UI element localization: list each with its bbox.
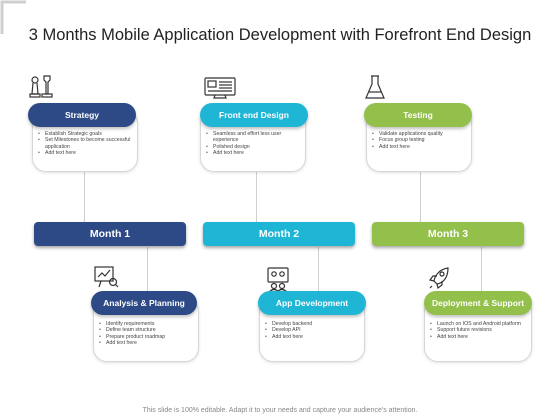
computer-icon <box>204 77 236 99</box>
month-1-bar: Month 1 <box>34 222 186 246</box>
connector-line <box>147 247 148 292</box>
list-item: Focus group testing <box>372 137 471 144</box>
front-end-design-header: Front end Design <box>200 103 308 127</box>
app-development-header: App Development <box>258 291 366 315</box>
list-item: Validate applications quality <box>372 131 471 138</box>
team-device-icon <box>267 267 289 292</box>
connector-line <box>84 170 85 222</box>
list-item: Add text here <box>38 150 137 157</box>
list-item: Develop backend <box>265 321 364 328</box>
list-item: Polished design <box>206 144 305 151</box>
list-item: Define team structure <box>99 327 198 334</box>
list-item: Launch on IOS and Android platform <box>430 321 531 328</box>
corner-bracket-decoration <box>0 0 26 34</box>
presentation-chart-icon <box>94 266 119 288</box>
list-item: Prepare product roadmap <box>99 334 198 341</box>
connector-line <box>256 170 257 222</box>
list-item: Add text here <box>206 150 305 157</box>
list-item: Develop API <box>265 327 364 334</box>
analysis-planning-header: Analysis & Planning <box>91 291 197 315</box>
list-item: Add text here <box>430 334 531 341</box>
strategy-header: Strategy <box>28 103 136 127</box>
rocket-icon <box>428 267 449 290</box>
deployment-support-header: Deployment & Support <box>424 291 532 315</box>
month-2-bar: Month 2 <box>203 222 355 246</box>
list-item: Add text here <box>265 334 364 341</box>
footer-note: This slide is 100% editable. Adapt it to… <box>142 407 418 414</box>
list-item: Support future revisions <box>430 327 531 334</box>
list-item: Add text here <box>99 340 198 347</box>
list-item: Set Milestones to become successful appl… <box>38 137 137 150</box>
connector-line <box>481 247 482 292</box>
flask-icon <box>365 75 385 99</box>
chess-icon <box>29 75 53 98</box>
list-item: Seamless and effort less user experience <box>206 131 305 144</box>
list-item: Establish Strategic goals <box>38 131 137 138</box>
connector-line <box>420 170 421 222</box>
connector-line <box>318 247 319 292</box>
month-3-bar: Month 3 <box>372 222 524 246</box>
page-title: 3 Months Mobile Application Development … <box>28 26 532 44</box>
list-item: Identify requirements <box>99 321 198 328</box>
list-item: Add text here <box>372 144 471 151</box>
testing-header: Testing <box>364 103 472 127</box>
